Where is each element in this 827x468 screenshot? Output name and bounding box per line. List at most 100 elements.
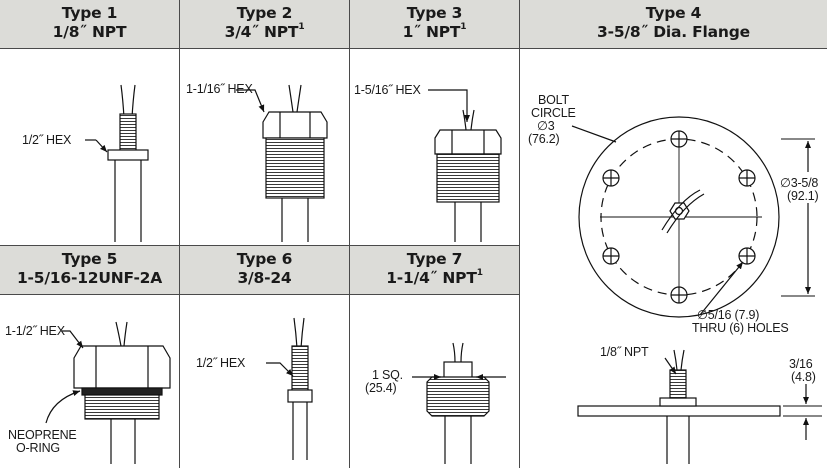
type1-lead-wires <box>120 84 136 119</box>
type4-thickness-mm: (4.8) <box>791 370 816 384</box>
type4-bolt-circle-dia: ∅3 <box>537 119 555 133</box>
type4-flange-outline <box>578 116 780 318</box>
type4-diameter-label: ∅3-5/8 <box>780 176 819 190</box>
grid-rule-v2 <box>349 0 350 468</box>
type4-npt-leader <box>664 357 677 375</box>
type5-oring-leader <box>45 390 81 424</box>
type1-drawing <box>85 84 149 242</box>
header-type6: Type 6 3/8-24 <box>180 246 349 294</box>
type3-hex-leader <box>428 89 470 122</box>
grid-rule-h1 <box>0 48 827 49</box>
type5-thread <box>84 394 160 420</box>
header-type4-flange: 3-5/8˝ Dia. Flange <box>597 23 750 41</box>
header-type2-title: Type 2 <box>236 4 293 22</box>
type1-hex-label: 1/2˝ HEX <box>22 133 72 147</box>
grid-rule-h3 <box>0 294 519 295</box>
header-type3-footnote: 1 <box>460 22 467 32</box>
type2-lead-wires <box>288 84 302 113</box>
type3-thread <box>436 153 500 203</box>
type3-hex-label: 1-5/16˝ HEX <box>354 83 421 97</box>
type4-holes-leader <box>699 261 744 316</box>
type7-sq-mm: (25.4) <box>365 381 397 395</box>
type1-stem <box>114 160 142 242</box>
type3-drawing <box>428 89 502 242</box>
grid-rule-h2 <box>0 245 519 246</box>
header-type1: Type 1 1/8˝ NPT <box>0 0 179 48</box>
type6-lead-wires <box>293 317 305 349</box>
type7-thread <box>426 376 490 417</box>
header-type3: Type 3 1˝ NPT1 <box>350 0 519 48</box>
type4-drawing <box>571 116 822 464</box>
header-type5-thread: 1-5/16-12UNF-2A <box>16 269 163 287</box>
type2-stem <box>281 198 309 242</box>
type4-bolt-circle-label-2: CIRCLE <box>531 106 576 120</box>
type1-hex <box>107 149 149 161</box>
type2-thread <box>265 137 325 199</box>
type5-drawing <box>45 321 171 464</box>
type4-diameter-mm: (92.1) <box>787 189 819 203</box>
type6-hex <box>287 389 313 403</box>
header-type7: Type 7 1-1/4˝ NPT1 <box>350 246 519 294</box>
type4-side-wires <box>673 349 685 371</box>
type4-center-hex <box>669 202 690 220</box>
type5-hex-leader <box>62 330 84 349</box>
type6-thread <box>291 345 309 391</box>
header-type2: Type 2 3/4˝ NPT1 <box>180 0 349 48</box>
type5-oring-label-1: NEOPRENE <box>8 428 77 442</box>
type1-thread <box>119 113 137 151</box>
type4-side-stem <box>666 416 690 464</box>
type4-holes-label-2: THRU (6) HOLES <box>692 321 789 335</box>
type5-hex-label: 1-1/2˝ HEX <box>5 324 65 338</box>
type5-stem <box>110 419 136 464</box>
type5-oring <box>81 387 163 396</box>
header-type2-thread: 3/4˝ NPT <box>224 23 299 41</box>
header-type2-footnote: 1 <box>298 22 305 32</box>
header-type6-title: Type 6 <box>236 250 293 268</box>
type6-drawing <box>266 317 313 460</box>
header-type3-thread: 1˝ NPT <box>402 23 461 41</box>
header-type7-thread: 1-1/4˝ NPT <box>386 269 477 287</box>
type4-thickness-label: 3/16 <box>789 357 813 371</box>
grid-rule-v3 <box>519 0 520 468</box>
type5-oring-label-2: O-RING <box>16 441 60 455</box>
type5-lead-wires <box>115 321 128 347</box>
type7-lead-wires <box>452 342 464 363</box>
type6-stem <box>292 402 308 460</box>
type2-hex-leader <box>236 89 265 113</box>
type7-drawing <box>412 342 506 464</box>
header-type1-thread: 1/8˝ NPT <box>52 23 127 41</box>
type6-hex-leader <box>266 362 294 377</box>
header-type4-title: Type 4 <box>645 4 702 22</box>
header-type5: Type 5 1-5/16-12UNF-2A <box>0 246 179 294</box>
type3-lead-wires <box>462 109 475 131</box>
type6-hex-label: 1/2˝ HEX <box>196 356 246 370</box>
type4-bolt-holes <box>602 130 756 304</box>
type3-stem <box>454 202 482 242</box>
header-type7-footnote: 1 <box>476 268 483 278</box>
type7-sq-label: 1 SQ. <box>372 368 403 382</box>
header-type5-title: Type 5 <box>61 250 118 268</box>
type2-drawing <box>236 84 328 242</box>
type4-side-hex <box>659 397 697 407</box>
header-type1-title: Type 1 <box>61 4 118 22</box>
type4-holes-label-1: ∅5/16 (7.9) <box>697 308 760 322</box>
header-type4: Type 4 3-5/8˝ Dia. Flange <box>520 0 827 48</box>
type3-hex <box>434 129 502 155</box>
type4-bolt-circle-leader <box>571 125 617 143</box>
type4-flange-side <box>577 405 781 417</box>
header-type6-thread: 3/8-24 <box>237 269 292 287</box>
grid-rule-v1 <box>179 0 180 468</box>
type4-bolt-circle-mm: (76.2) <box>528 132 560 146</box>
type2-hex-label: 1-1/16˝ HEX <box>186 82 253 96</box>
header-type3-title: Type 3 <box>406 4 463 22</box>
type4-npt-label: 1/8˝ NPT <box>600 345 649 359</box>
type4-bolt-circle-label-1: BOLT <box>538 93 569 107</box>
type5-hex <box>73 345 171 389</box>
type2-hex <box>262 111 328 139</box>
header-type7-title: Type 7 <box>406 250 463 268</box>
type7-stem <box>444 416 472 464</box>
type4-center-wires <box>661 189 705 234</box>
type4-side-thread <box>669 369 687 399</box>
